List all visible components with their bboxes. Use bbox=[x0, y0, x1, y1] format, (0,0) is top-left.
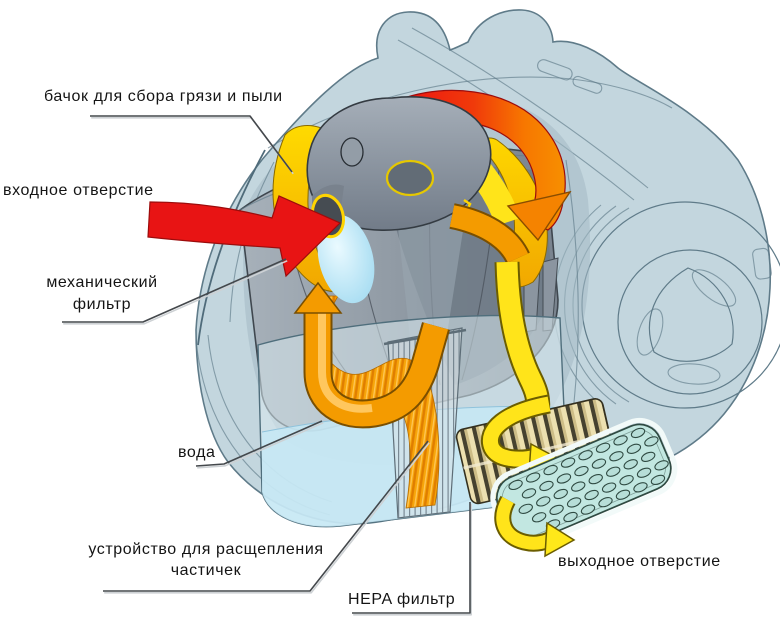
handle-grip-detail-2 bbox=[572, 75, 603, 94]
cord-clip bbox=[752, 247, 772, 280]
rising-air-arrow bbox=[293, 281, 450, 429]
motor-compartment-seam bbox=[565, 159, 579, 421]
leader-dust-tank bbox=[90, 115, 293, 173]
grille-holes bbox=[508, 427, 669, 530]
exhaust-grille bbox=[490, 417, 678, 549]
leader-water bbox=[195, 420, 323, 467]
label-dust-tank: бачок для сбора грязи и пыли bbox=[44, 88, 283, 105]
label-hepa: HEPA фильтр bbox=[348, 591, 456, 608]
head-small-port bbox=[340, 137, 364, 167]
label-splitter-line2: частичек bbox=[170, 562, 242, 579]
label-mech-filter: механический фильтр bbox=[28, 272, 176, 316]
inlet-airflow-arrow bbox=[147, 195, 342, 278]
handle-seam-2 bbox=[411, 27, 649, 189]
leader-hepa bbox=[352, 502, 471, 614]
label-splitter: устройство для расщепления частичек bbox=[73, 539, 339, 581]
wheel-hub bbox=[617, 249, 763, 395]
label-mech-filter-line2: фильтр bbox=[72, 296, 132, 313]
front-shell-edge bbox=[197, 149, 266, 346]
head-main-port bbox=[385, 159, 435, 197]
intake-flow-arrowhead bbox=[506, 190, 572, 242]
leader-mech-filter bbox=[62, 258, 287, 323]
label-inlet: входное отверстие bbox=[3, 182, 154, 199]
leader-splitter bbox=[103, 440, 429, 592]
handle-grip-detail bbox=[537, 59, 573, 81]
label-water: вода bbox=[178, 444, 216, 461]
exhaust-arrow bbox=[494, 495, 576, 558]
label-mech-filter-line1: механический bbox=[46, 274, 158, 291]
label-splitter-line1: устройство для расщепления bbox=[88, 541, 324, 558]
label-outlet: выходное отверстие bbox=[558, 553, 721, 570]
leader-lines bbox=[62, 115, 473, 616]
hub-spoke-design bbox=[648, 267, 734, 362]
